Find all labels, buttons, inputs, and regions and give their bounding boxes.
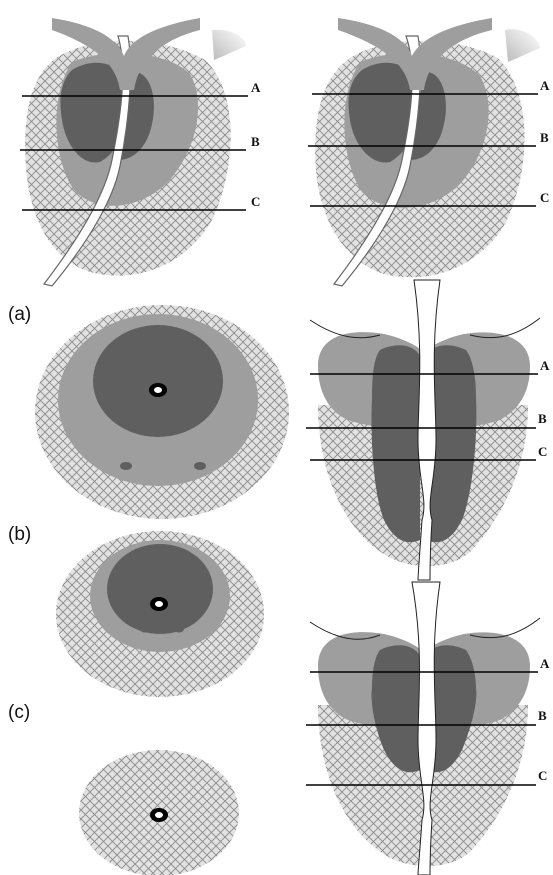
sagittal-view-left: A B C (20, 18, 261, 286)
coronal-view-c: A B C (306, 582, 550, 875)
panel-label-b: (b) (8, 524, 31, 545)
axial-section-b (56, 531, 264, 697)
axial-section-a (35, 305, 289, 519)
label-a-coronal-b: A (540, 358, 550, 373)
label-c-right-sagittal: C (540, 190, 549, 205)
label-c-coronal-b: C (538, 444, 547, 459)
sagittal-view-right: A B C (308, 18, 550, 286)
label-b-left: B (251, 134, 260, 149)
label-b-right-sagittal: B (540, 130, 549, 145)
label-c-left: C (251, 194, 260, 209)
coronal-view-b: A B C (306, 280, 550, 580)
label-a-left: A (251, 80, 261, 95)
label-b-coronal-b: B (538, 411, 547, 426)
panel-label-c: (c) (8, 702, 30, 723)
label-a-right-sagittal: A (540, 78, 550, 93)
label-b-coronal-c: B (538, 708, 547, 723)
axial-section-c (79, 750, 239, 875)
panel-label-a: (a) (8, 304, 31, 325)
label-a-coronal-c: A (540, 656, 550, 671)
label-c-coronal-c: C (538, 768, 547, 783)
